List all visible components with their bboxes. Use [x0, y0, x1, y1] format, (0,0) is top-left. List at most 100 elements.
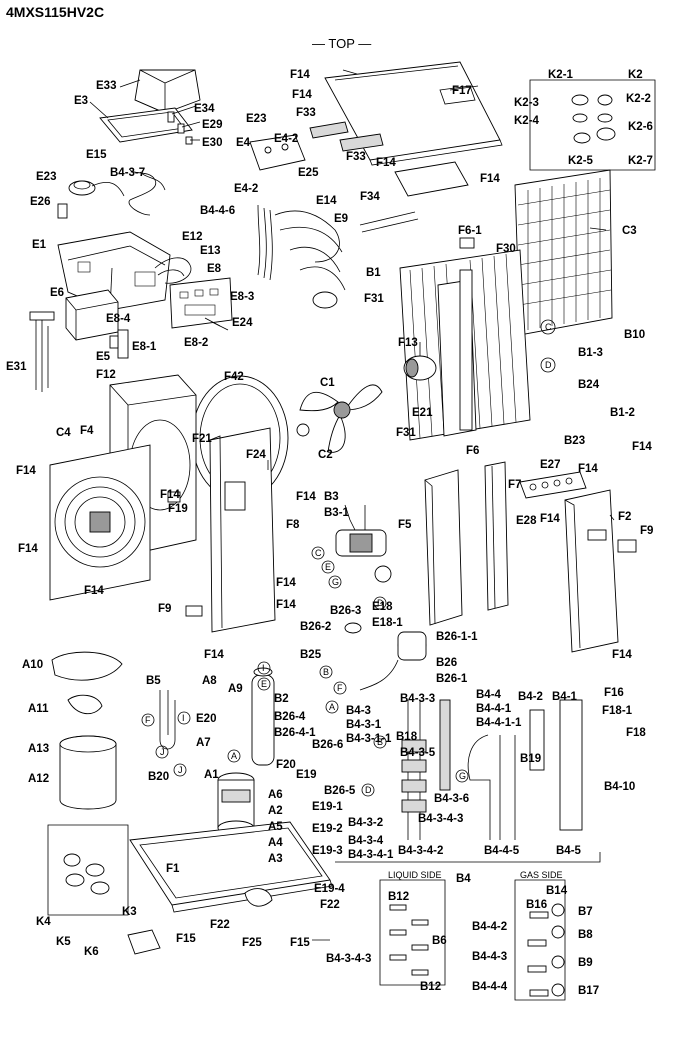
gas-side-valves [514, 879, 566, 1001]
sensors-b4-4-6 [257, 204, 273, 281]
label-E3: E3 [74, 95, 88, 107]
reactor-e12-e13 [154, 257, 192, 284]
label-A1: A1 [204, 769, 219, 781]
label-F6-1: F6-1 [458, 225, 482, 237]
connector-D-b: D [377, 598, 384, 608]
label-K2-3: K2-3 [514, 97, 539, 109]
label-K6: K6 [84, 946, 99, 958]
label-F4: F4 [80, 425, 94, 437]
label-F14-far: F14 [632, 441, 652, 453]
label-F14-e28: F14 [540, 513, 560, 525]
label-B23: B23 [564, 435, 585, 447]
label-A9: A9 [228, 683, 243, 695]
label-F5: F5 [398, 519, 412, 531]
label-B3: B3 [324, 491, 339, 503]
label-F14-left4: F14 [84, 585, 104, 597]
label-F18-1: F18-1 [602, 705, 633, 717]
label-K2: K2 [628, 69, 643, 81]
part-f6-1-shape [459, 237, 475, 249]
label-B4-3-4: B4-3-4 [348, 835, 384, 847]
label-K2-4: K2-4 [514, 115, 540, 127]
connector-D-c: D [365, 785, 372, 795]
label-F15-left: F15 [176, 933, 196, 945]
liquid-side-valves [379, 879, 446, 986]
label-F8: F8 [286, 519, 300, 531]
label-B18: B18 [396, 731, 418, 743]
label-K3: K3 [122, 906, 137, 918]
label-F14-left1: F14 [16, 465, 36, 477]
label-K5: K5 [56, 936, 71, 948]
wire-bundle-e14 [274, 210, 346, 309]
label-E14: E14 [316, 195, 337, 207]
label-E23: E23 [246, 113, 266, 125]
label-F22-left: F22 [210, 919, 230, 931]
k2-kit-box [529, 79, 656, 171]
label-B4-4: B4-4 [476, 689, 502, 701]
label-B4-3-1: B4-3-1 [346, 719, 382, 731]
base-plate-f1 [129, 821, 333, 913]
label-E19-3: E19-3 [312, 845, 343, 857]
connector-J-a: J [160, 747, 165, 757]
pcb-e8 [169, 277, 233, 329]
label-F9-right: F9 [640, 525, 653, 537]
label-B16: B16 [526, 899, 547, 911]
label-B4-4-6: B4-4-6 [200, 205, 235, 217]
label-B3-1: B3-1 [324, 507, 350, 519]
label-B4-3-4-1: B4-3-4-1 [348, 849, 394, 861]
fan-motor-f13 [403, 355, 437, 381]
label-B4-3-5: B4-3-5 [400, 747, 436, 759]
label-B1-3: B1-3 [578, 347, 603, 359]
b4-bracket [335, 852, 601, 863]
label-E8: E8 [207, 263, 222, 275]
label-F14-f2: F14 [612, 649, 632, 661]
label-B4-1: B4-1 [552, 691, 578, 703]
label-A2: A2 [268, 805, 283, 817]
label-F14-left2: F14 [160, 489, 180, 501]
label-B4-4-5: B4-4-5 [484, 845, 520, 857]
label-B4-4-3: B4-4-3 [472, 951, 507, 963]
connector-I-b: I [182, 713, 185, 723]
leader-lines [89, 69, 615, 941]
connector-C-b: C [315, 548, 322, 558]
label-B4-3-3: B4-3-3 [400, 693, 435, 705]
label-B17: B17 [578, 985, 599, 997]
label-A7: A7 [196, 737, 211, 749]
label-F33-b: F33 [346, 151, 366, 163]
label-B2: B2 [274, 693, 289, 705]
label-B4-3: B4-3 [346, 705, 371, 717]
label-B4-4-4: B4-4-4 [472, 981, 508, 993]
part-e26-shape [57, 203, 68, 219]
label-B5: B5 [146, 675, 161, 687]
hardware-k3 [127, 929, 161, 955]
label-B1-2: B1-2 [610, 407, 635, 419]
label-F14-e27: F14 [578, 463, 598, 475]
propeller-fan-c1 [299, 384, 383, 453]
label-B26-1-1: B26-1-1 [436, 631, 478, 643]
top-view-label: — TOP — [312, 36, 372, 51]
model-title: 4MXS115HV2C [6, 4, 105, 20]
connector-A-b: A [329, 702, 335, 712]
label-A10: A10 [22, 659, 43, 671]
label-B26-5: B26-5 [324, 785, 356, 797]
part-f9-left-shape [185, 605, 203, 617]
label-F42: F42 [224, 371, 244, 383]
label-E18-1: E18-1 [372, 617, 403, 629]
label-E6: E6 [50, 287, 64, 299]
label-A3: A3 [268, 853, 283, 865]
label-E30: E30 [202, 137, 222, 149]
label-E8-3: E8-3 [230, 291, 254, 303]
connector-B-a: B [323, 667, 329, 677]
label-F19: F19 [168, 503, 188, 515]
label-F12: F12 [96, 369, 116, 381]
label-B4-4-2: B4-4-2 [472, 921, 507, 933]
connector-J-b: J [178, 765, 183, 775]
label-E25: E25 [298, 167, 319, 179]
accumulator-b2 [251, 667, 275, 766]
label-E20: E20 [196, 713, 216, 725]
label-B12-bottom: B12 [420, 981, 441, 993]
label-B26-4: B26-4 [274, 711, 306, 723]
label-B4-4-1-1: B4-4-1-1 [476, 717, 522, 729]
partition-f7 [484, 461, 509, 611]
connector-C-a: C [545, 322, 552, 332]
